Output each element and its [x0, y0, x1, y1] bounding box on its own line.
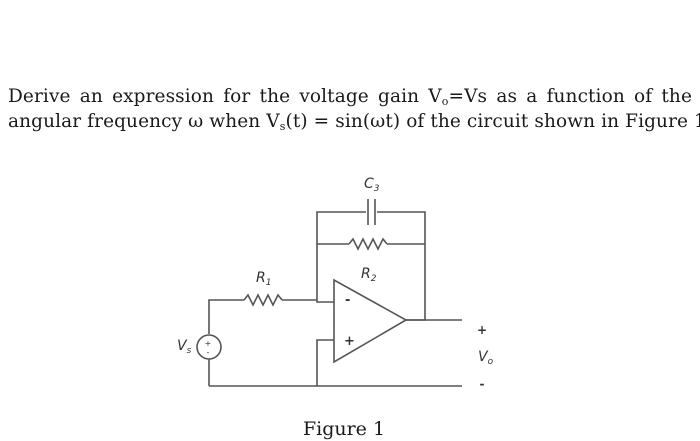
resistor-r2: [348, 237, 388, 251]
problem-line-2: angular frequency ω when Vs(t) = sin(ωt)…: [8, 109, 700, 134]
label-r2: R2: [361, 266, 377, 284]
problem-line-1: Derive an expression for the voltage gai…: [8, 84, 692, 109]
problem-statement: Derive an expression for the voltage gai…: [8, 84, 700, 134]
input-wire-top: [208, 299, 244, 334]
problem-line-2-text-a: angular frequency ω when V: [8, 111, 280, 132]
opamp-minus-sign: -: [345, 293, 350, 308]
output-plus-sign: +: [477, 323, 487, 337]
label-vo: Vo: [478, 349, 494, 367]
source-minus-sign: -: [207, 348, 210, 357]
problem-line-1-subscript: o: [441, 95, 449, 108]
label-vs: Vs: [177, 338, 192, 356]
c3-branch-wire-left: [316, 211, 366, 244]
c3-branch-wire-right: [377, 211, 426, 244]
label-c3: C3: [364, 176, 380, 194]
label-r1: R1: [256, 270, 271, 288]
non-inverting-input-wire: [316, 339, 334, 386]
figure-caption: Figure 1: [302, 418, 386, 440]
opamp-plus-sign: +: [344, 334, 355, 349]
problem-line-1-text-b: =Vs as a function of the: [448, 86, 692, 107]
feedback-wire-to-output: [406, 244, 426, 321]
resistor-r1: [243, 293, 283, 307]
feedback-wire-to-inverting-input: [316, 244, 334, 303]
output-minus-sign: -: [480, 377, 485, 391]
op-amp: [333, 278, 408, 364]
problem-line-2-text-b: (t) = sin(ωt) of the circuit shown in Fi…: [285, 111, 700, 132]
source-plus-sign: +: [205, 339, 212, 348]
problem-line-2-subscript: s: [279, 120, 286, 133]
problem-line-1-text-a: Derive an expression for the voltage gai…: [8, 86, 442, 107]
